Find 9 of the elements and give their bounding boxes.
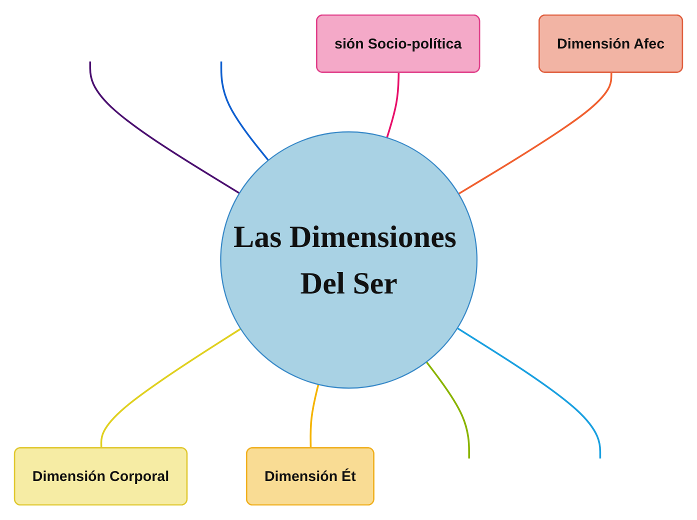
connector-line — [100, 328, 242, 448]
connector-line — [426, 361, 470, 458]
connector-line — [458, 72, 612, 195]
connector-line — [310, 384, 320, 448]
connector-line — [456, 327, 602, 458]
connector-line — [220, 62, 270, 161]
node-circle: Las Dimensiones Del Ser — [220, 131, 478, 389]
connector-line — [89, 62, 240, 194]
connector-line — [386, 72, 400, 138]
